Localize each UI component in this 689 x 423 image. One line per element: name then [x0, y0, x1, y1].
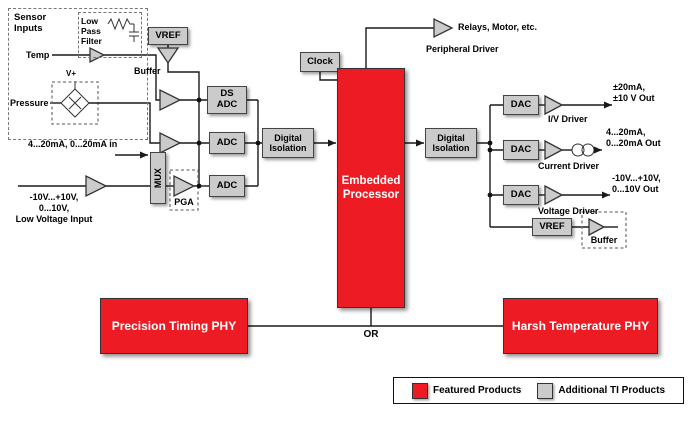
wire: [365, 27, 434, 68]
isolation-transformer-icon: [571, 143, 585, 157]
mux-label: MUX: [152, 168, 163, 188]
wire: [477, 104, 532, 228]
junction-dot: [255, 140, 261, 146]
featured-label: Featured Products: [432, 385, 522, 396]
mux-box: MUX: [150, 152, 166, 204]
vref-left-box: VREF: [148, 27, 188, 45]
current-loop-in-label: 4...20mA, 0...20mA in: [28, 139, 118, 149]
peripheral-driver-label: Peripheral Driver: [426, 44, 499, 54]
pressure-label: Pressure: [10, 98, 49, 108]
sensor-inputs-box: [8, 8, 148, 140]
amp-icon: [159, 88, 182, 112]
buffer-right-icon: [588, 217, 606, 237]
digital-isolation-left-box: Digital Isolation: [262, 128, 314, 158]
vref-right-box: VREF: [532, 218, 572, 236]
clock-box: Clock: [300, 52, 340, 72]
junction-dot: [196, 140, 202, 146]
out-2-label: 4...20mA, 0...20mA Out: [606, 127, 661, 148]
capacitor-icon: [129, 24, 139, 42]
clock-wire: [319, 72, 337, 81]
dac-box: DAC: [503, 185, 539, 205]
precision-timing-phy-box: Precision Timing PHY: [100, 298, 248, 354]
low-pass-filter-label: Low Pass Filter: [81, 16, 102, 47]
low-pass-filter-box: [78, 12, 142, 58]
vref-distribution-wire: [167, 63, 200, 186]
junction-dot: [487, 147, 493, 153]
current-driver-icon: [544, 139, 564, 161]
dac-box: DAC: [503, 95, 539, 115]
junction-dot: [196, 183, 202, 189]
temp-amp-icon: [89, 46, 106, 64]
wire: [89, 102, 160, 144]
legend: Featured Products Additional TI Products: [393, 377, 684, 404]
out-1-label: ±20mA, ±10 V Out: [613, 82, 655, 103]
harsh-temperature-phy-box: Harsh Temperature PHY: [503, 298, 658, 354]
low-voltage-in-label: -10V...+10V, 0...10V, Low Voltage Input: [15, 192, 93, 224]
pga-amp-icon: [173, 174, 196, 198]
buffer-right-label: Buffer: [590, 235, 618, 245]
bridge-icon: [60, 88, 90, 118]
buffer-left-icon: [156, 47, 180, 65]
adc-box: ADC: [209, 132, 245, 154]
amp-icon: [85, 174, 108, 198]
voltage-driver-label: Voltage Driver: [538, 206, 599, 216]
buffer-left-label: Buffer: [134, 66, 161, 76]
legend-featured-item: Featured Products: [411, 382, 522, 399]
dac-box: DAC: [503, 140, 539, 160]
buffer-right-dashed-box: [581, 211, 627, 249]
featured-swatch: [411, 382, 428, 399]
out-3-label: -10V...+10V, 0...10V Out: [612, 173, 661, 194]
resistor-icon: [107, 17, 134, 31]
relays-label: Relays, Motor, etc.: [458, 22, 538, 32]
sensor-inputs-label: Sensor Inputs: [14, 12, 47, 35]
junction-dot: [487, 192, 493, 198]
embedded-processor-box: Embedded Processor: [337, 68, 405, 308]
v-plus-label: V+: [66, 69, 77, 78]
additional-label: Additional TI Products: [558, 385, 666, 396]
wire: [245, 99, 262, 187]
temp-label: Temp: [26, 50, 50, 60]
ds-adc-box: DS ADC: [207, 86, 247, 114]
additional-swatch: [537, 382, 554, 399]
legend-additional-item: Additional TI Products: [537, 382, 666, 399]
iv-driver-label: I/V Driver: [548, 114, 588, 124]
current-driver-label: Current Driver: [538, 161, 600, 171]
junction-dot: [196, 97, 202, 103]
iv-driver-icon: [544, 94, 564, 116]
pga-label: PGA: [174, 197, 194, 207]
digital-isolation-right-box: Digital Isolation: [425, 128, 477, 158]
junction-dot: [487, 140, 493, 146]
pga-dashed-box: [169, 169, 199, 211]
phy-wire: [248, 308, 503, 327]
bridge-cross-icon: [68, 96, 82, 110]
voltage-driver-icon: [544, 184, 564, 206]
amp-icon: [159, 131, 182, 155]
adc-box: ADC: [209, 175, 245, 197]
peripheral-driver-icon: [433, 17, 454, 39]
wire: [104, 54, 160, 101]
or-label: OR: [363, 329, 379, 340]
